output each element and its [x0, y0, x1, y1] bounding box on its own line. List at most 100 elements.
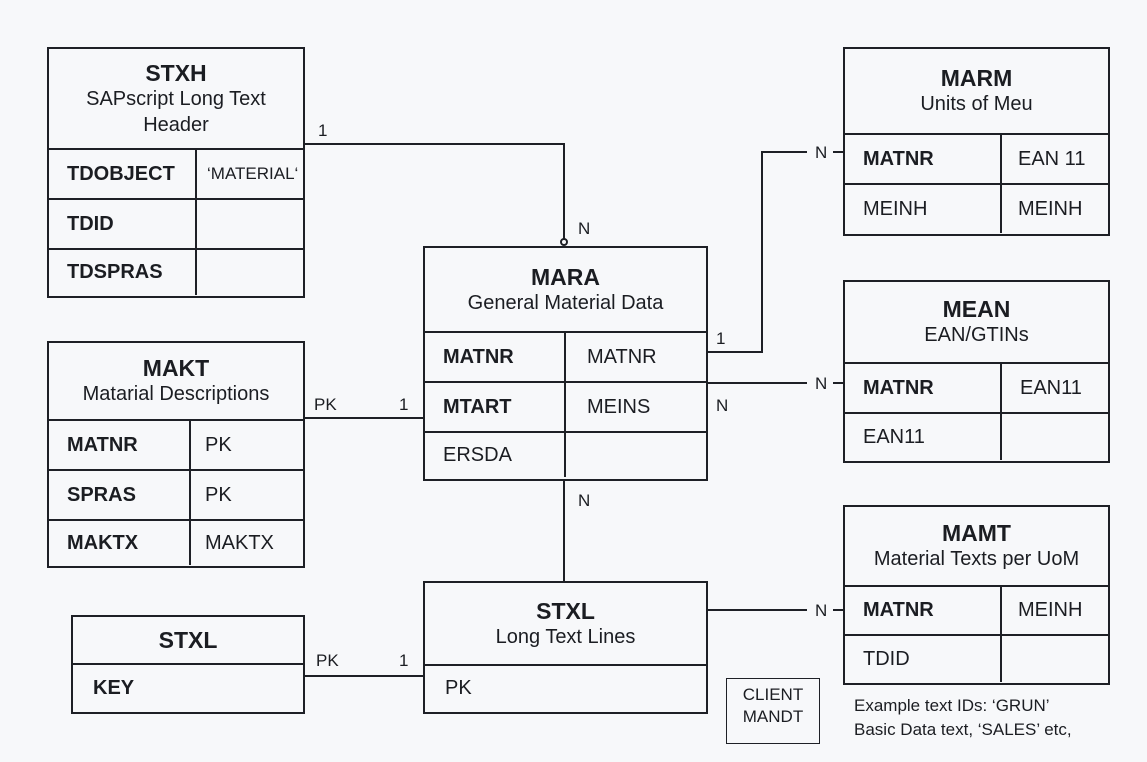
note-line: Example text IDs: ‘GRUN’: [854, 696, 1050, 715]
entity-header: MAMT Material Texts per UoM: [845, 507, 1108, 587]
entity-name: STXH: [145, 59, 207, 86]
field-name: MTART: [425, 383, 566, 431]
entity-stxh[interactable]: STXH SAPscript Long Text Header TDOBJECT…: [47, 47, 305, 298]
entity-header: MARA General Material Data: [425, 248, 706, 333]
field-value: [1002, 414, 1020, 460]
note-line: Basic Data text, ‘SALES’ etc,: [854, 720, 1072, 739]
entity-header: MAKT Matarial Descriptions: [49, 343, 303, 421]
field-name: SPRAS: [49, 471, 191, 519]
client-mandt-box: CLIENT MANDT: [726, 678, 820, 744]
cardinality-label: N: [578, 219, 591, 238]
field-name: MAKTX: [49, 521, 191, 565]
field-row: MTART MEINS: [425, 383, 706, 433]
entity-header: STXL: [73, 617, 303, 665]
entity-name: MAMT: [942, 520, 1011, 546]
cardinality-label: N: [815, 374, 828, 393]
cardinality-label: 1: [318, 121, 328, 140]
entity-description: General Material Data: [467, 291, 664, 314]
cardinality-label: N: [815, 601, 828, 620]
field-row: SPRAS PK: [49, 471, 303, 521]
cardinality-label: 1: [716, 329, 726, 348]
field-value: MEINH: [1018, 599, 1083, 621]
field-value: EAN11: [1020, 376, 1082, 399]
field-row: MATNR EAN11: [845, 364, 1108, 414]
field-name: MATNR: [425, 333, 566, 381]
client-label: CLIENT: [742, 685, 804, 704]
entity-mamt[interactable]: MAMT Material Texts per UoM MATNR MEINH …: [843, 505, 1110, 685]
entity-stxl[interactable]: STXL Long Text Lines PK: [423, 581, 708, 714]
cardinality-label: N: [578, 491, 591, 510]
entity-description: Long Text Lines: [495, 625, 636, 648]
field-name: MEINH: [845, 185, 1002, 233]
field-value: [566, 433, 584, 477]
cardinality-label: PK: [316, 651, 339, 670]
entity-name: STXL: [158, 627, 218, 653]
field-name: MATNR: [845, 135, 1002, 183]
entity-description: Units of Meu: [920, 93, 1033, 115]
field-value: [197, 250, 215, 295]
entity-makt[interactable]: MAKT Matarial Descriptions MATNR PK SPRA…: [47, 341, 305, 568]
mandt-label: MANDT: [742, 707, 804, 726]
cardinality-label: 1: [399, 651, 409, 670]
entity-name: MARA: [531, 263, 600, 290]
field-row: ERSDA: [425, 433, 706, 477]
field-row: EAN11: [845, 414, 1108, 460]
cardinality-label: 1: [399, 395, 409, 414]
entity-header: MARM Units of Meu: [845, 49, 1108, 135]
field-value: MAKTX: [205, 531, 274, 554]
field-row: TDID: [845, 636, 1108, 682]
field-name: TDOBJECT: [49, 150, 197, 198]
field-value: EAN 11: [1018, 147, 1086, 170]
field-value: ‘MATERIAL‘: [207, 164, 299, 183]
entity-header: STXL Long Text Lines: [425, 583, 706, 666]
field-value: PK: [205, 483, 232, 506]
line-mara-marm: [707, 151, 807, 353]
entity-description: Material Texts per UoM: [873, 548, 1080, 570]
field-name: TDSPRAS: [49, 250, 197, 295]
cardinality-label: N: [716, 396, 729, 415]
entity-name: MARM: [940, 65, 1013, 91]
field-name: TDID: [845, 636, 1002, 682]
entity-name: MAKT: [142, 355, 210, 381]
line-stxh-mara: [304, 143, 565, 240]
field-value: MEINH: [1018, 197, 1083, 220]
field-name: PK: [445, 677, 472, 699]
field-value: MATNR: [587, 345, 657, 368]
field-value: PK: [205, 433, 232, 456]
field-row: KEY: [73, 665, 303, 711]
field-row: TDID: [49, 200, 303, 250]
cardinality-label: N: [815, 143, 828, 162]
entity-mean[interactable]: MEAN EAN/GTINs MATNR EAN11 EAN11: [843, 280, 1110, 463]
field-name: MATNR: [845, 587, 1002, 634]
field-row: MATNR PK: [49, 421, 303, 471]
entity-stxl-key[interactable]: STXL KEY: [71, 615, 305, 714]
field-name: KEY: [93, 676, 135, 699]
entity-name: STXL: [536, 597, 595, 624]
example-text-ids-note: Example text IDs: ‘GRUN’ Basic Data text…: [854, 694, 1072, 742]
entity-header: STXH SAPscript Long Text Header: [49, 49, 303, 150]
field-name: MATNR: [845, 364, 1002, 412]
field-name: TDID: [49, 200, 197, 248]
entity-mara[interactable]: MARA General Material Data MATNR MATNR M…: [423, 246, 708, 481]
field-value: MEINS: [587, 395, 651, 418]
field-row: MATNR MATNR: [425, 333, 706, 383]
field-name: EAN11: [845, 414, 1002, 460]
field-row: TDOBJECT ‘MATERIAL‘: [49, 150, 303, 200]
field-name: MATNR: [49, 421, 191, 469]
field-value: [197, 200, 215, 248]
line-stxh-mara-end: [560, 238, 568, 246]
entity-header: MEAN EAN/GTINs: [845, 282, 1108, 364]
field-row: PK: [425, 666, 706, 711]
field-row: MAKTX MAKTX: [49, 521, 303, 565]
field-row: MATNR MEINH: [845, 587, 1108, 636]
field-row: MATNR EAN 11: [845, 135, 1108, 185]
cardinality-label: PK: [314, 395, 337, 414]
entity-description: EAN/GTINs: [924, 324, 1029, 346]
field-row: TDSPRAS: [49, 250, 303, 295]
entity-name: MEAN: [942, 296, 1011, 322]
entity-marm[interactable]: MARM Units of Meu MATNR EAN 11 MEINH MEI…: [843, 47, 1110, 236]
entity-description: SAPscript Long Text: [86, 87, 266, 110]
field-name: ERSDA: [425, 433, 566, 477]
entity-description: Header: [143, 113, 209, 136]
